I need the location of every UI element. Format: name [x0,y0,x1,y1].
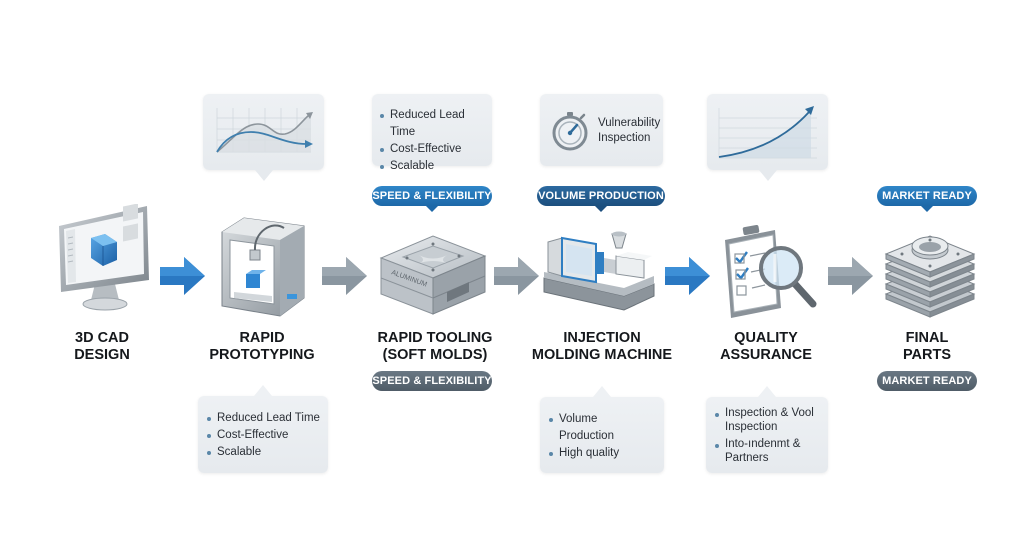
clipboard-magnifier-icon [725,224,817,318]
aluminum-mold-icon: ALUMINUM [379,235,487,315]
prototyping-chart-callout [203,94,324,181]
stopwatch-icon [552,112,588,151]
tooling-top-pill: SPEED & FLEXIBILITY [372,186,492,212]
bullet-item: Scalable [206,444,320,461]
bullet-item: Scalable [379,158,492,175]
tooling-bottom-pill: SPEED & FLEXIBILITY [372,371,492,391]
line-chart-icon [216,108,313,153]
stage-title-line: DESIGN [74,347,130,363]
stage-title-line: MOLDING MACHINE [531,347,673,363]
final-top-pill: MARKET READY [877,186,977,212]
bullet-item: Cost-Effective [206,427,320,444]
stage-title-line: FINAL [905,330,949,346]
stage-title-line: PARTS [902,347,952,363]
stage-title-cad: 3D CAD DESIGN [52,330,152,364]
flow-arrow-prototyping-to-tooling [322,257,367,295]
final-bottom-pill: MARKET READY [877,371,977,391]
flow-arrow-cad-to-prototyping [160,257,205,295]
bullet-item: Cost-Effective [379,141,492,158]
stage-title-prototyping: RAPID PROTOTYPING [202,330,322,364]
molding-top-pill: VOLUME PRODUCTION [537,186,665,212]
qa-benefits-callout: Inspection & Vool Inspection Into-ındenm… [706,386,828,473]
bullet-item: Reduced Lead Time [379,107,492,141]
stage-title-molding: INJECTION MOLDING MACHINE [522,330,682,364]
stage-title-line: PROTOTYPING [209,347,315,363]
bullet-item: Volume Production [548,411,620,445]
injection-molding-machine-icon [543,231,655,311]
callout-text-line: Inspection [598,132,651,144]
bullet-item: Reduced Lead Time [206,410,320,427]
flow-arrow-molding-to-qa [665,257,710,295]
stage-title-line: 3D CAD [75,330,129,346]
flow-arrow-qa-to-final [828,257,873,295]
tooling-benefits-callout: Reduced Lead Time Cost-Effective Scalabl… [372,94,492,172]
growth-chart-icon [718,106,817,159]
bullet-item: Inspection & Vool Inspection [714,406,824,434]
stage-title-line: ASSURANCE [720,347,812,363]
stage-title-line: (SOFT MOLDS) [382,347,488,363]
stage-title-line: RAPID [239,330,285,346]
monitor-with-cube-icon [59,204,149,311]
bullet-item: Into-ındenmt & Partners [714,437,824,465]
stage-title-line: RAPID TOOLING [377,330,493,346]
bullet-item: High quality [548,445,656,462]
molding-benefits-callout: Volume Production High quality [540,386,664,473]
stage-title-line: INJECTION [563,330,641,346]
stage-title-line: QUALITY [734,330,798,346]
3d-printer-icon [221,217,305,317]
prototyping-benefits-callout: Reduced Lead Time Cost-Effective Scalabl… [198,385,328,473]
stage-title-final: FINAL PARTS [877,330,977,364]
callout-text-line: Vulnerability [598,117,661,129]
stage-title-tooling: RAPID TOOLING (SOFT MOLDS) [362,330,508,364]
flow-arrow-tooling-to-molding [494,257,539,295]
qa-growth-chart-callout [707,94,828,181]
molding-callout-text: Vulnerability Inspection [598,116,660,146]
molding-inspection-callout: Vulnerability Inspection [540,94,663,166]
stage-title-qa: QUALITY ASSURANCE [706,330,826,364]
stacked-plates-icon [884,235,976,318]
